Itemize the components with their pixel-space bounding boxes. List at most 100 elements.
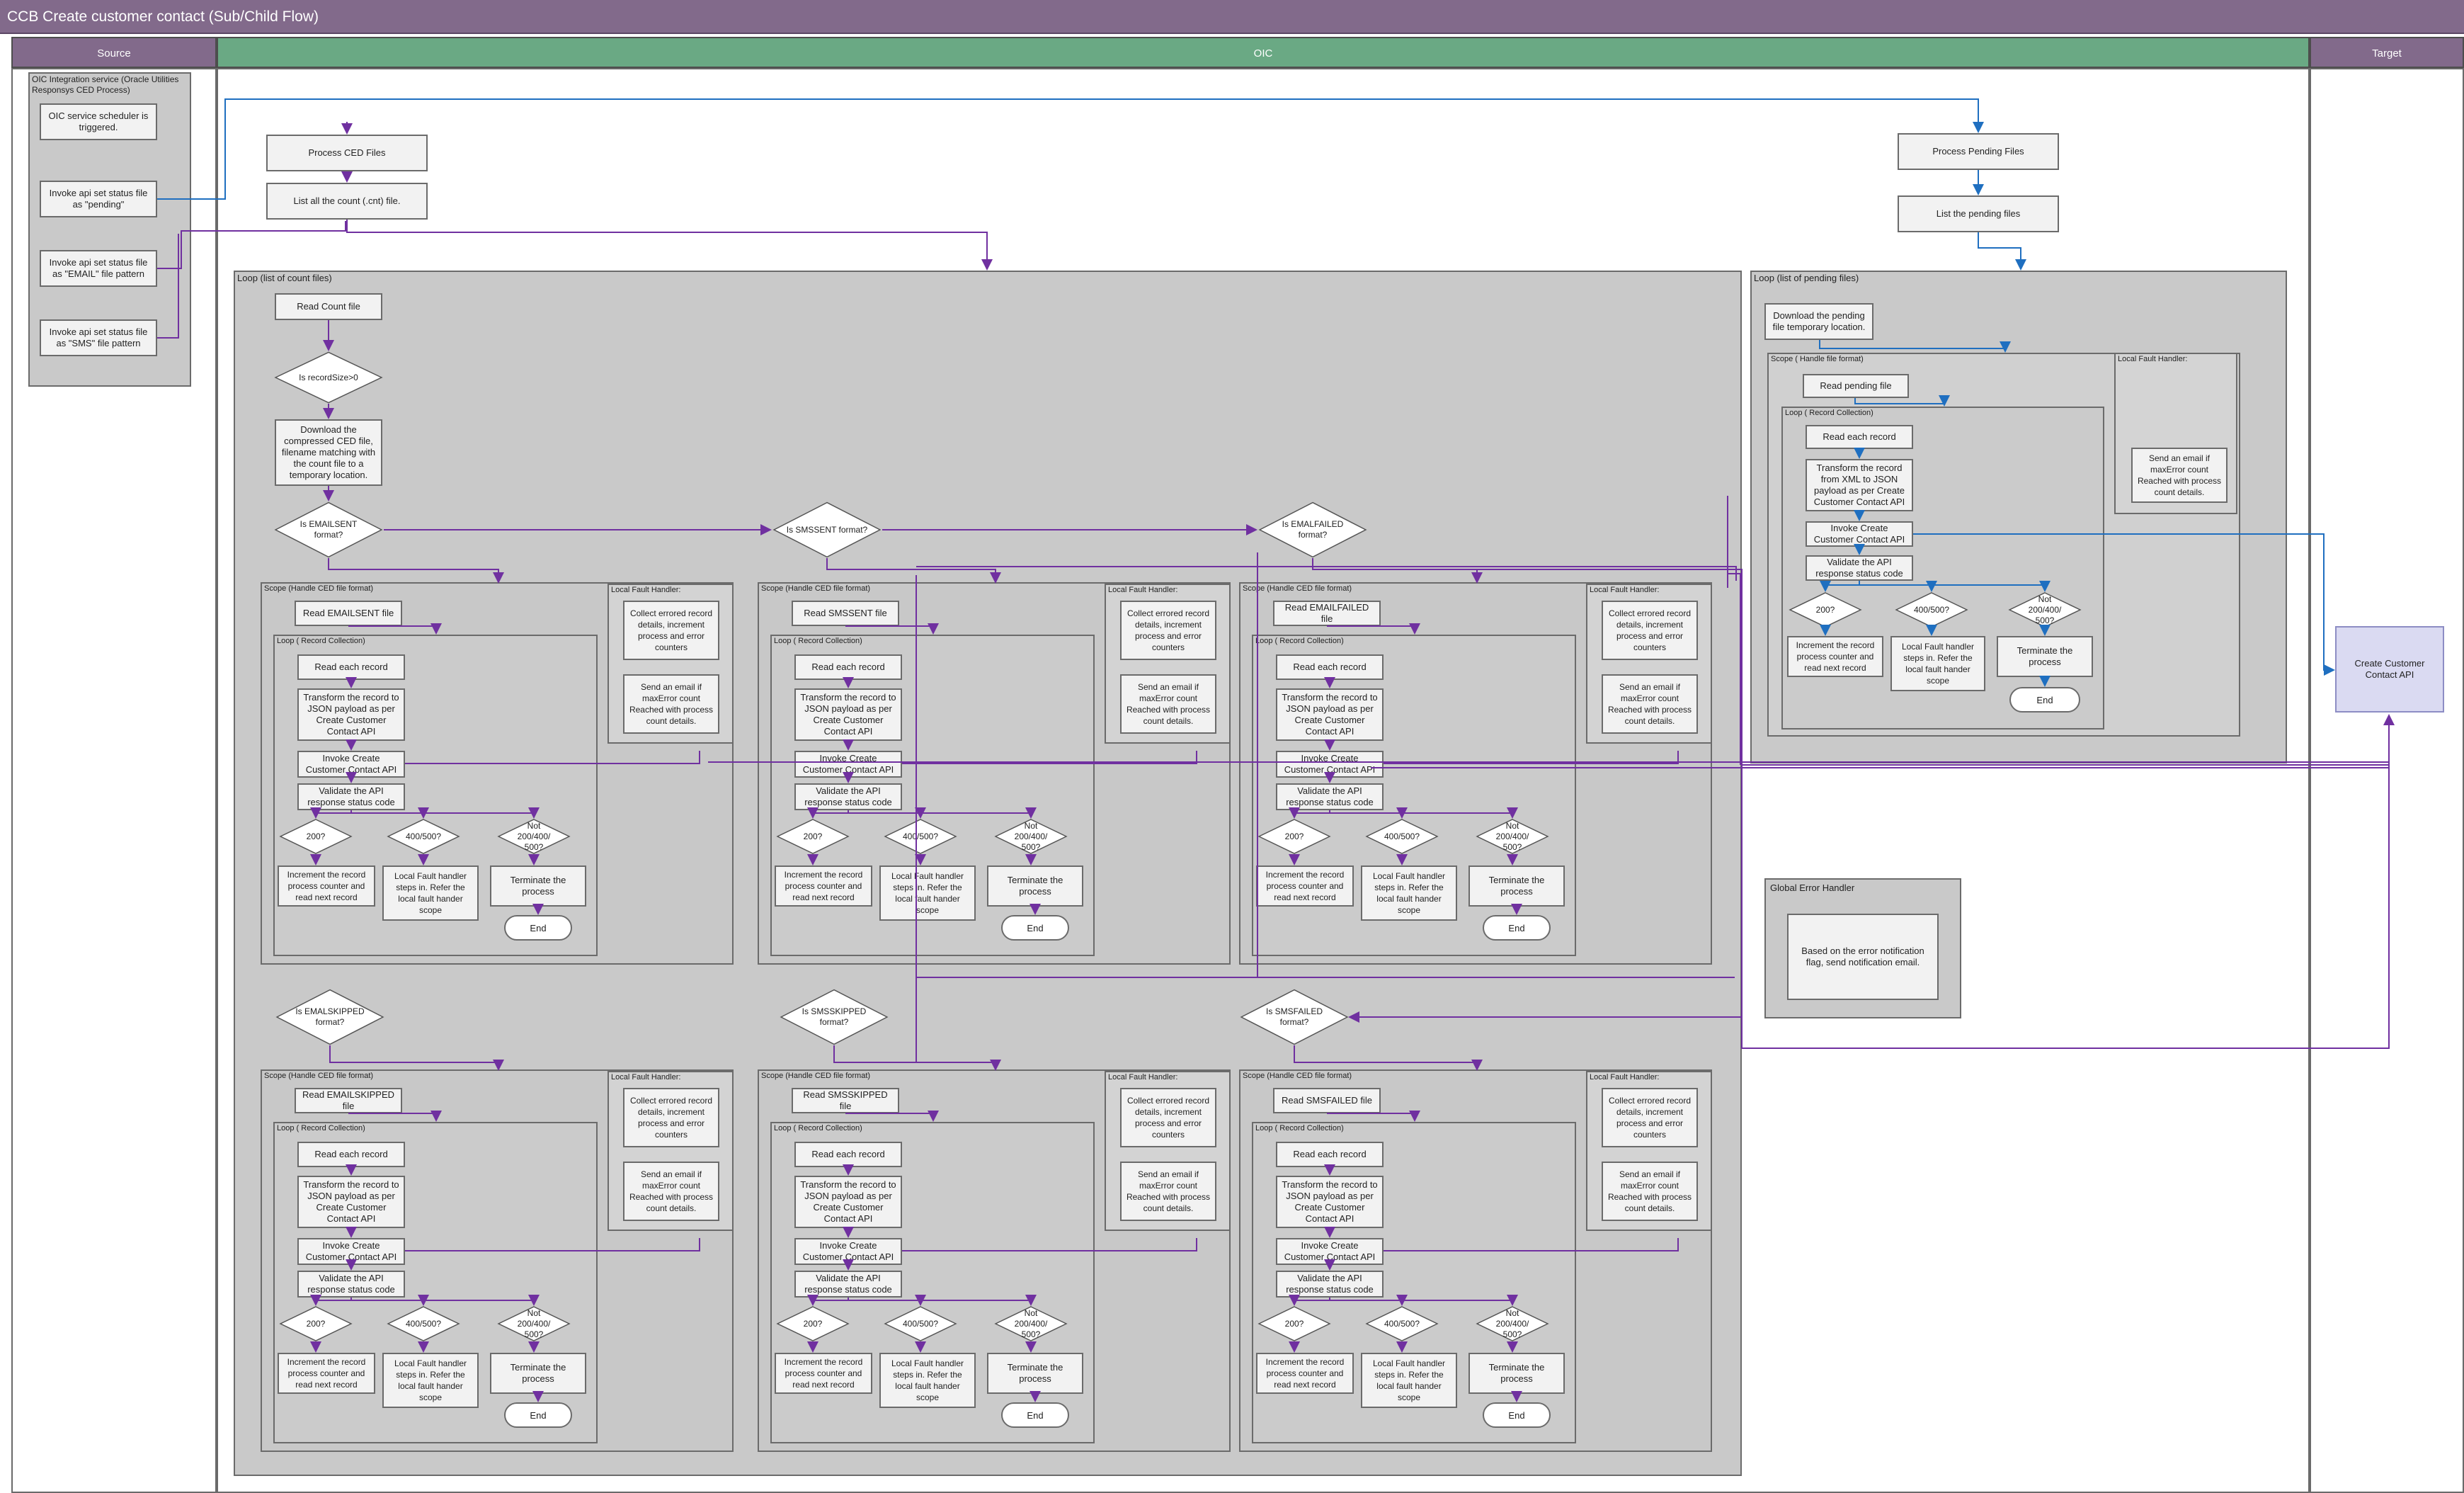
scope-6-lfh-collect: Collect errored record details, incremen…: [1602, 1088, 1698, 1147]
loop-pending-files-label: Loop (list of pending files): [1754, 273, 1859, 283]
decision-smsfailed: Is SMSFAILED format?: [1239, 989, 1350, 1045]
scope-4-lfh-collect: Collect errored record details, incremen…: [623, 1088, 719, 1147]
pending-invoke: Invoke Create Customer Contact API: [1806, 521, 1913, 547]
scope-1-decision-not: Not 200/400/ 500?: [497, 819, 571, 854]
decision-emailfailed: Is EMALFAILED format?: [1257, 501, 1368, 558]
scope-1-read-each: Read each record: [297, 654, 405, 680]
source-step-pending: Invoke api set status file as "pending": [40, 181, 157, 217]
source-container-label: OIC Integration service (Oracle Utilitie…: [32, 74, 179, 95]
scope-3-decision-200-label: 200?: [1284, 831, 1304, 841]
pending-end: End: [2009, 687, 2080, 713]
scope-4-label: Scope (Handle CED file format): [264, 1072, 374, 1080]
scope-4-terminate: Terminate the process: [490, 1353, 586, 1394]
lane-header-target: Target: [2310, 37, 2464, 68]
scope-6-decision-not: Not 200/400/ 500?: [1476, 1306, 1549, 1341]
scope-3-terminate: Terminate the process: [1468, 865, 1565, 907]
scope-6-label: Scope (Handle CED file format): [1243, 1072, 1352, 1080]
scope-1-lfh-collect: Collect errored record details, incremen…: [623, 601, 719, 660]
scope-4-validate: Validate the API response status code: [297, 1271, 405, 1298]
create-customer-contact-api: Create Customer Contact API: [2335, 626, 2444, 713]
global-error-text: Based on the error notification flag, se…: [1787, 914, 1939, 1000]
list-count-files: List all the count (.cnt) file.: [266, 183, 428, 220]
scope-2-lfh-collect: Collect errored record details, incremen…: [1120, 601, 1216, 660]
scope-4-lfh-label: Local Fault Handler:: [611, 1073, 681, 1082]
scope-3-decision-400-label: 400/500?: [1384, 831, 1420, 841]
scope-3-invoke: Invoke Create Customer Contact API: [1276, 751, 1384, 778]
pending-decision-not-label: Not 200/400/ 500?: [2028, 594, 2062, 625]
scope-6-decision-400-label: 400/500?: [1384, 1318, 1420, 1329]
scope-4-read-file: Read EMAILSKIPPED file: [295, 1088, 402, 1113]
scope-6-decision-not-label: Not 200/400/ 500?: [1495, 1307, 1529, 1339]
decision-record-size-label: Is recordSize>0: [299, 372, 358, 382]
scope-2-read-file: Read SMSSENT file: [792, 601, 899, 626]
scope-5-invoke: Invoke Create Customer Contact API: [794, 1238, 902, 1265]
scope-1-decision-200-label: 200?: [306, 831, 326, 841]
pending-lfh-label: Local Fault Handler:: [2118, 355, 2188, 363]
scope-2-validate: Validate the API response status code: [794, 783, 902, 810]
scope-4-decision-200: 200?: [279, 1306, 353, 1341]
scope-6-transform: Transform the record to JSON payload as …: [1276, 1176, 1384, 1228]
pending-decision-400-label: 400/500?: [1913, 604, 1950, 615]
scope-6-read-each: Read each record: [1276, 1142, 1384, 1167]
scope-1-local-fault-steps: Local Fault handler steps in. Refer the …: [382, 865, 479, 921]
scope-4-record-loop-label: Loop ( Record Collection): [277, 1124, 365, 1132]
scope-3-increment: Increment the record process counter and…: [1256, 865, 1354, 907]
scope-4-decision-200-label: 200?: [306, 1318, 326, 1329]
scope-5-label: Scope (Handle CED file format): [761, 1072, 871, 1080]
scope-2-decision-400-label: 400/500?: [902, 831, 939, 841]
scope-6-validate: Validate the API response status code: [1276, 1271, 1384, 1298]
pending-decision-not: Not 200/400/ 500?: [2008, 592, 2082, 628]
pending-scope-label: Scope ( Handle file format): [1771, 355, 1864, 363]
decision-emailsent: Is EMAILSENT format?: [273, 501, 384, 558]
scope-4-end: End: [504, 1402, 572, 1428]
scope-6-record-loop-label: Loop ( Record Collection): [1255, 1124, 1344, 1132]
download-pending-file: Download the pending file temporary loca…: [1764, 303, 1873, 340]
scope-3-decision-not: Not 200/400/ 500?: [1476, 819, 1549, 854]
lane-header-oic: OIC: [217, 37, 2310, 68]
scope-1-label: Scope (Handle CED file format): [264, 584, 374, 593]
scope-2-read-each: Read each record: [794, 654, 902, 680]
scope-3-validate: Validate the API response status code: [1276, 783, 1384, 810]
scope-5-local-fault-steps: Local Fault handler steps in. Refer the …: [879, 1353, 976, 1408]
scope-4-decision-400-label: 400/500?: [405, 1318, 442, 1329]
scope-1-increment: Increment the record process counter and…: [278, 865, 375, 907]
scope-5-decision-400: 400/500?: [884, 1306, 957, 1341]
process-pending-files: Process Pending Files: [1898, 133, 2059, 170]
scope-6-decision-200-label: 200?: [1284, 1318, 1304, 1329]
scope-4-increment: Increment the record process counter and…: [278, 1353, 375, 1394]
read-count-file: Read Count file: [275, 293, 382, 320]
scope-2-decision-400: 400/500?: [884, 819, 957, 854]
scope-2-terminate: Terminate the process: [987, 865, 1083, 907]
lane-header-source: Source: [11, 37, 217, 68]
scope-2-decision-200-label: 200?: [803, 831, 823, 841]
scope-4-transform: Transform the record to JSON payload as …: [297, 1176, 405, 1228]
scope-4-read-each: Read each record: [297, 1142, 405, 1167]
scope-4-decision-not-label: Not 200/400/ 500?: [517, 1307, 551, 1339]
scope-5-lfh-email: Send an email if maxError count Reached …: [1120, 1162, 1216, 1221]
scope-1-terminate: Terminate the process: [490, 865, 586, 907]
pending-lfh-email: Send an email if maxError count Reached …: [2131, 448, 2228, 503]
scope-6-terminate: Terminate the process: [1468, 1353, 1565, 1394]
scope-5-lfh-label: Local Fault Handler:: [1108, 1073, 1178, 1082]
global-error-handler-label: Global Error Handler: [1770, 882, 1855, 893]
scope-4-lfh-email: Send an email if maxError count Reached …: [623, 1162, 719, 1221]
scope-3-transform: Transform the record to JSON payload as …: [1276, 688, 1384, 741]
lane-target: [2310, 68, 2464, 1493]
pending-decision-200: 200?: [1789, 592, 1862, 628]
pending-transform: Transform the record from XML to JSON pa…: [1806, 459, 1913, 511]
pending-terminate: Terminate the process: [1997, 636, 2093, 677]
scope-3-decision-not-label: Not 200/400/ 500?: [1495, 820, 1529, 852]
read-pending-file: Read pending file: [1803, 374, 1909, 398]
source-step-sms: Invoke api set status file as "SMS" file…: [40, 319, 157, 356]
scope-6-lfh-email: Send an email if maxError count Reached …: [1602, 1162, 1698, 1221]
scope-4-local-fault-steps: Local Fault handler steps in. Refer the …: [382, 1353, 479, 1408]
scope-1-end: End: [504, 915, 572, 941]
scope-3-decision-200: 200?: [1257, 819, 1331, 854]
scope-2-invoke: Invoke Create Customer Contact API: [794, 751, 902, 778]
scope-5-record-loop-label: Loop ( Record Collection): [774, 1124, 862, 1132]
scope-1-decision-200: 200?: [279, 819, 353, 854]
scope-2-label: Scope (Handle CED file format): [761, 584, 871, 593]
scope-5-decision-200-label: 200?: [803, 1318, 823, 1329]
pending-record-loop-label: Loop ( Record Collection): [1785, 409, 1873, 417]
scope-3-lfh-label: Local Fault Handler:: [1590, 586, 1660, 594]
